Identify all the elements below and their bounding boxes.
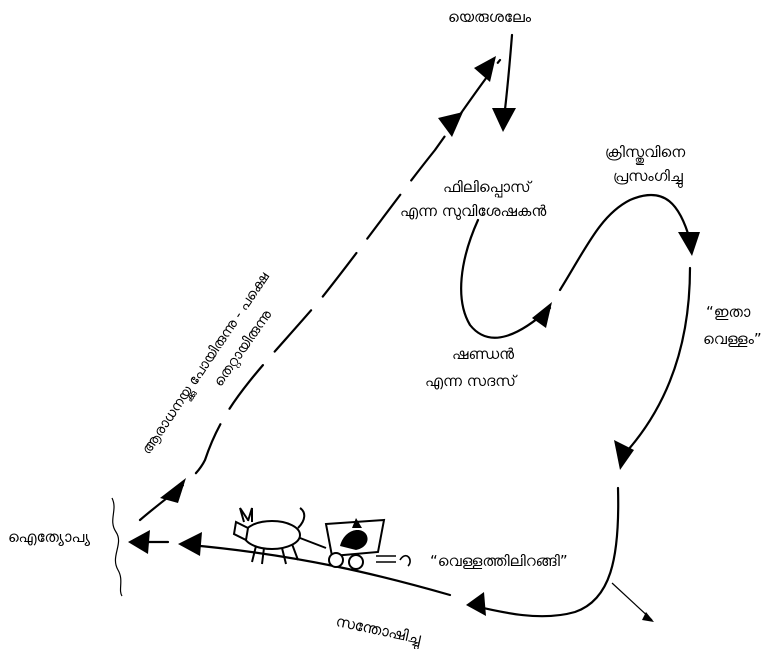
path-to-water [626,266,692,452]
water-label-line2: വെള്ളം” [703,330,762,348]
preached-label-line2: പ്രസംഗിച്ചു [613,167,683,185]
eunuch-label-line2: എന്ന സദസ് [425,372,516,390]
arrowhead-icon [642,612,654,622]
philip-label-line1: ഫിലിപ്പൊസ് [443,178,531,196]
path-into-water [468,486,620,618]
eunuch-label-line1: ഷണ്ഡൻ [452,345,515,363]
journey-path-to-jerusalem [138,58,502,522]
arrowhead-icon [474,56,496,82]
path-philip-to-eunuch [460,218,552,339]
philip-label-line2: എന്ന സുവിശേഷകൻ [400,202,547,220]
arrowhead-icon [128,530,150,554]
arrowhead-icon [178,532,202,556]
path-to-preaching [558,193,692,292]
path-jerusalem-to-philip [502,33,514,120]
water-label-line1: “ഇതാ [706,303,751,321]
journey-path-svg [111,33,700,622]
ethiopia-label: ഐത്യോപ്യ [8,528,90,546]
arrowhead-icon [466,592,486,616]
jerusalem-label: യെരുശലേം [448,8,532,26]
went-into-water-label: “വെള്ളത്തിലിറങ്ങി” [430,552,568,570]
donkey-chariot-icon [232,507,411,570]
preached-label-line1: ക്രിസ്തുവിനെ [605,143,686,161]
arrowhead-icon [160,478,186,503]
arrowhead-icon [438,112,463,137]
story-diagram: യെരുശലേം ഫിലിപ്പൊസ് എന്ന സുവിശേഷകൻ ക്രിസ… [8,8,762,648]
border-squiggle-icon [111,497,123,597]
path-return-to-ethiopia [188,543,452,597]
arrowhead-icon [532,302,552,328]
arrowhead-icon [614,440,634,470]
arrowhead-icon [678,232,700,256]
arrowhead-icon [492,108,516,132]
